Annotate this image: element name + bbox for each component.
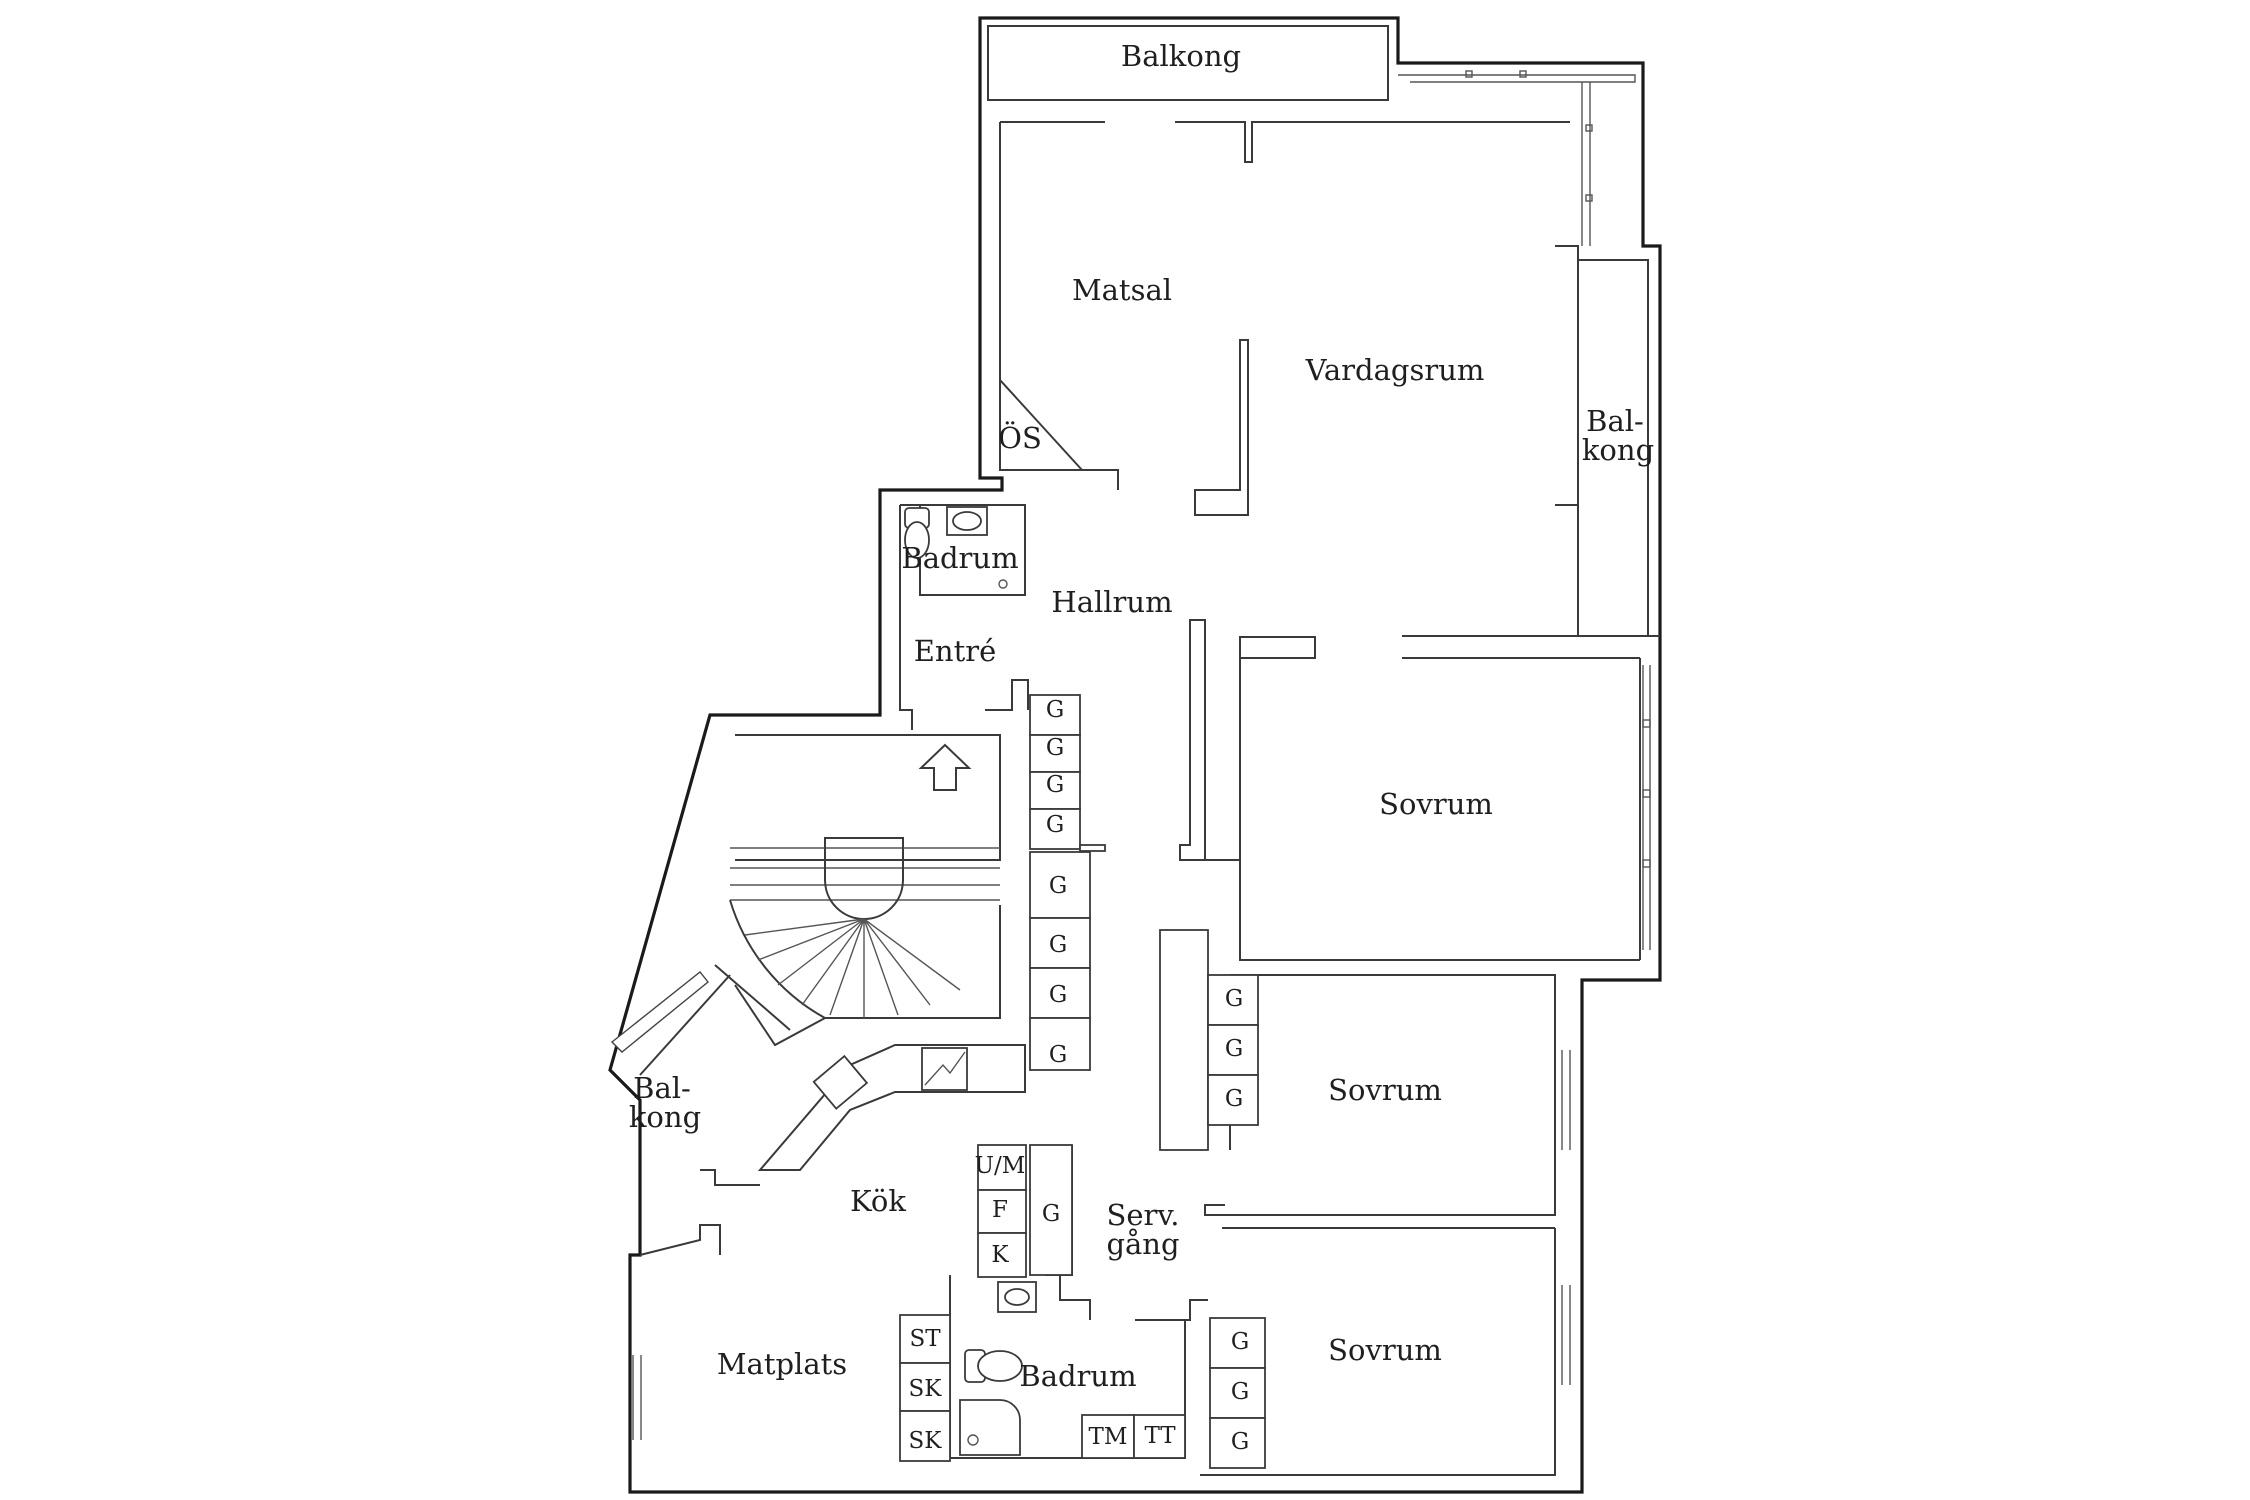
- cabinet-label: G: [1231, 1429, 1249, 1455]
- toilet-icon: [904, 521, 930, 559]
- room-label-balkong-top: Balkong: [1121, 39, 1241, 73]
- wall-stair-box: [735, 734, 1001, 861]
- room-label-balkong-right-2: kong: [1582, 433, 1654, 467]
- cabinet-label: G: [1225, 986, 1243, 1012]
- room-label-serv-2: gång: [1106, 1227, 1179, 1261]
- wall-badrum-top: [900, 504, 1026, 596]
- kitchen-counter: [757, 1044, 1026, 1171]
- wall-divider-mid: [1194, 339, 1249, 516]
- cabinet-label: G: [1049, 873, 1067, 899]
- toilet-bottom-icon: [977, 1350, 1023, 1382]
- window-marker: [1642, 719, 1651, 728]
- room-label-balkong-left-1: Bal-: [633, 1071, 691, 1105]
- room-label-entre: Entré: [914, 634, 997, 668]
- shower-icon: [959, 1399, 1021, 1456]
- cabinet-label: G: [1231, 1379, 1249, 1405]
- exterior-wall: [608, 16, 1662, 1494]
- window-marker: [1642, 859, 1651, 868]
- wall-entre: [899, 505, 1029, 730]
- wall-stair-lower: [714, 964, 826, 1047]
- cabinet-label: F: [992, 1197, 1008, 1223]
- room-label-badrum-top: Badrum: [901, 541, 1018, 575]
- stove-zigzag: [924, 1051, 966, 1086]
- cabinet-label: G: [1231, 1329, 1249, 1355]
- cabinet-label: G: [1225, 1086, 1243, 1112]
- wall-kitchen-left: [700, 1169, 760, 1186]
- window-sovrum-1: [1642, 665, 1651, 950]
- cabinet-label: U/M: [975, 1153, 1026, 1179]
- wall-sovrum1-bottom: [1205, 658, 1641, 961]
- window-matplats: [632, 1355, 642, 1440]
- cabinet-label: G: [1049, 1042, 1067, 1068]
- room-label-kok: Kök: [850, 1184, 906, 1218]
- stair-core: [824, 837, 904, 920]
- window-marker: [1585, 124, 1593, 132]
- wall-kok-matplats: [639, 1224, 721, 1256]
- room-label-matsal: Matsal: [1072, 273, 1172, 307]
- cabinet-label: G: [1046, 697, 1064, 723]
- cabinet-label: G: [1046, 735, 1064, 761]
- closet-sovrum2-left: [1159, 929, 1209, 1151]
- cabinets-sovrum2: [1207, 974, 1259, 1126]
- window-right-top: [1581, 82, 1591, 246]
- kitchen-sink-icon: [812, 1054, 869, 1110]
- stove-icon: [921, 1047, 968, 1091]
- room-label-os: ÖS: [998, 420, 1042, 455]
- room-label-sovrum-1: Sovrum: [1379, 787, 1493, 821]
- wall-hall-sovrum: [1179, 619, 1316, 861]
- window-top-right: [1398, 74, 1636, 83]
- cabinets-kok: [977, 1144, 1073, 1278]
- window-marker: [1465, 70, 1473, 78]
- balcony-top: [987, 25, 1389, 101]
- room-label-badrum-bottom: Badrum: [1019, 1359, 1136, 1393]
- room-label-matplats: Matplats: [717, 1347, 847, 1381]
- cabinets-badrum-bottom: [1081, 1414, 1186, 1459]
- cabinet-label: G: [1046, 772, 1064, 798]
- room-label-serv-1: Serv.: [1106, 1198, 1179, 1232]
- stair-curve: [729, 899, 1001, 1019]
- wall-os: [999, 379, 1083, 471]
- room-label-hallrum: Hallrum: [1051, 585, 1172, 619]
- cabinet-label: G: [1049, 982, 1067, 1008]
- cabinet-label: G: [1046, 812, 1064, 838]
- window-marker: [1642, 789, 1651, 798]
- stair-treads-curved: [744, 918, 961, 1018]
- cabinet-label: SK: [909, 1376, 943, 1402]
- cabinet-label: G: [1042, 1201, 1060, 1227]
- stair-treads-straight: [730, 847, 1000, 901]
- sink-basin: [952, 511, 982, 531]
- drain-icon: [998, 579, 1008, 589]
- window-marker: [1585, 194, 1593, 202]
- wall-living-lower: [1402, 635, 1660, 659]
- cabinets-hall-upper: [1029, 694, 1106, 852]
- room-label-balkong-right-1: Bal-: [1586, 404, 1644, 438]
- shower-drain-icon: [967, 1434, 979, 1446]
- sink-bottom-basin: [1004, 1288, 1030, 1306]
- room-label-balkong-left-2: kong: [629, 1100, 701, 1134]
- wall-top-inner: [1000, 121, 1570, 163]
- cabinet-label: ST: [909, 1326, 941, 1352]
- balcony-left-railing: [610, 971, 709, 1053]
- cabinets-hall-lower: [1029, 851, 1091, 1071]
- window-marker: [1519, 70, 1527, 78]
- window-sovrum-2: [1561, 1050, 1571, 1150]
- stair-arrow: [918, 743, 972, 791]
- cabinet-label: TT: [1144, 1423, 1176, 1449]
- balcony-left-wall: [639, 974, 731, 1076]
- room-label-sovrum-3: Sovrum: [1328, 1333, 1442, 1367]
- cabinet-label: TM: [1089, 1424, 1128, 1450]
- room-label-sovrum-2: Sovrum: [1328, 1073, 1442, 1107]
- cabinet-label: G: [1225, 1036, 1243, 1062]
- cabinet-label: SK: [909, 1428, 943, 1454]
- room-label-vardagsrum: Vardagsrum: [1305, 353, 1485, 387]
- cabinets-matplats: [899, 1314, 951, 1462]
- window-sovrum-3: [1561, 1285, 1571, 1385]
- balcony-right-door: [1555, 245, 1579, 636]
- cabinets-sovrum3: [1209, 1317, 1266, 1469]
- cabinet-label: K: [991, 1242, 1009, 1268]
- wall-matsal-left: [999, 122, 1119, 490]
- cabinet-label: G: [1049, 932, 1067, 958]
